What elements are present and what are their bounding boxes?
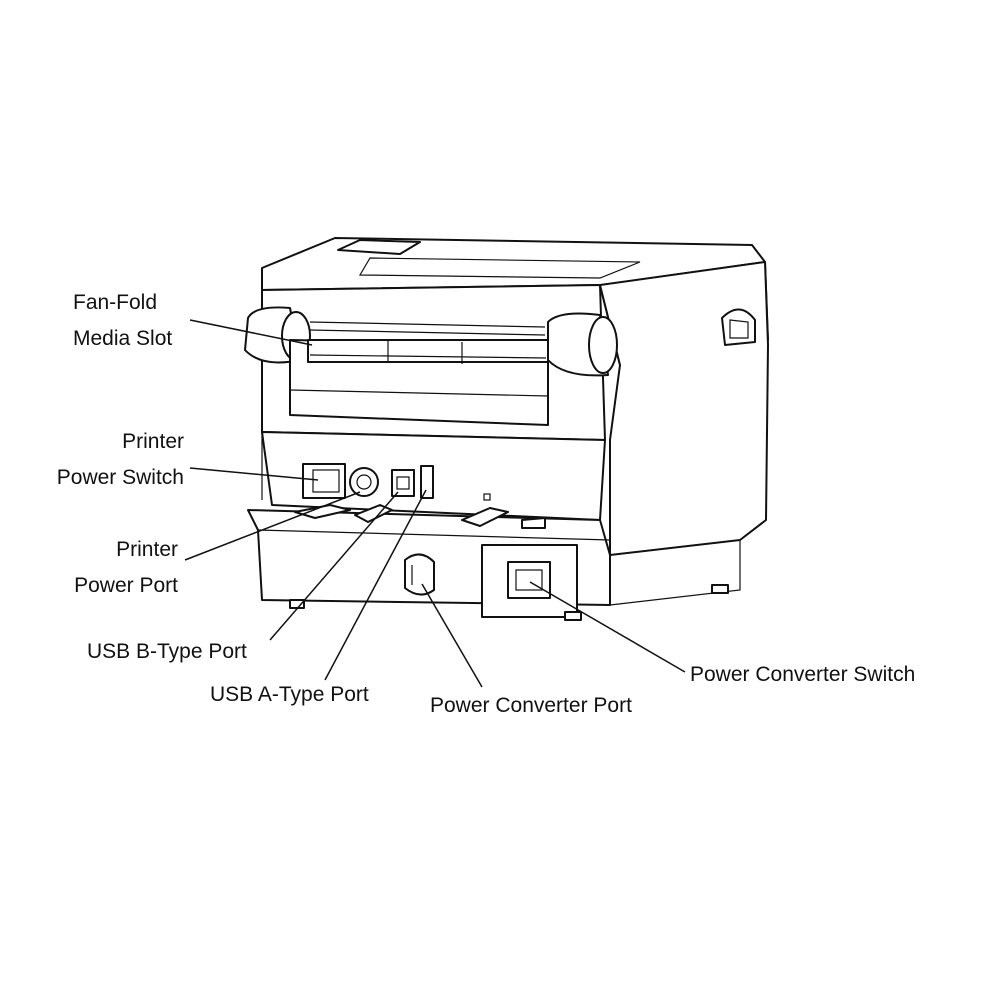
usb-a-port [420,465,434,499]
usb-b-port [391,469,415,497]
power-converter-switch [507,561,551,599]
label-printer-power-switch: Printer Power Switch [57,424,184,496]
label-printer-power-port: Printer Power Port [74,532,178,604]
label-line: Printer [122,430,184,453]
control-buttons [337,239,421,255]
label-line: Printer [116,538,178,561]
power-converter-port [404,553,435,596]
label-power-converter-switch: Power Converter Switch [690,663,916,686]
label-usb-a-port: USB A-Type Port [210,683,369,706]
label-line: Fan-Fold [73,291,158,314]
label-line: Power Switch [56,466,184,489]
printer-side-body [599,261,769,556]
label-fan-fold-media-slot: Fan-Fold Media Slot [73,285,172,357]
label-usb-b-port: USB B-Type Port [87,640,247,663]
label-line: Media Slot [73,327,173,350]
label-line: Power Port [74,574,178,597]
label-power-converter-port: Power Converter Port [430,694,632,717]
printer-power-port [349,467,379,497]
callout-lines [184,319,686,688]
